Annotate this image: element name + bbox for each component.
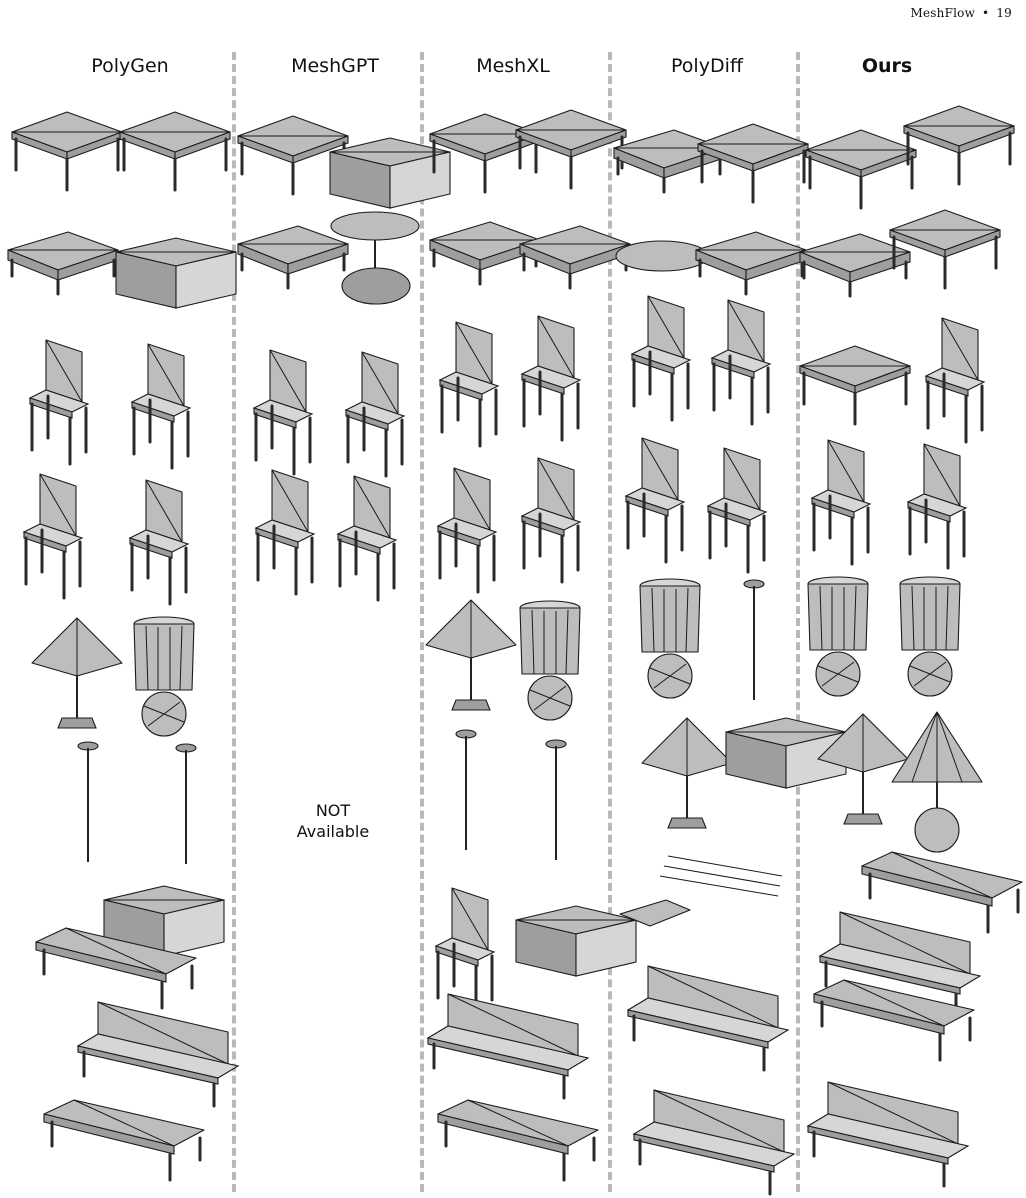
column-divider	[232, 52, 236, 1192]
not-available-label: NOT Available	[238, 800, 428, 842]
polydiff-samples	[612, 122, 847, 1196]
ours-samples	[798, 104, 1024, 1188]
column-title-polygen: PolyGen	[91, 55, 169, 77]
column-divider	[420, 52, 424, 1192]
polygen-samples	[6, 110, 240, 1182]
column-title-meshxl: MeshXL	[476, 55, 550, 77]
column-divider	[796, 52, 800, 1192]
column-divider	[608, 52, 612, 1192]
running-head-separator: •	[982, 6, 990, 20]
running-head-title: MeshFlow	[910, 6, 976, 20]
meshxl-samples	[425, 108, 637, 1182]
page-number: 19	[996, 6, 1012, 20]
column-title-meshgpt: MeshGPT	[291, 55, 379, 77]
running-head: MeshFlow • 19	[911, 6, 1013, 20]
column-title-ours: Ours	[861, 55, 913, 77]
column-title-polydiff: PolyDiff	[671, 55, 743, 77]
not-available-line1: NOT	[315, 801, 351, 820]
not-available-line2: Available	[296, 822, 370, 841]
meshgpt-samples	[236, 114, 451, 602]
